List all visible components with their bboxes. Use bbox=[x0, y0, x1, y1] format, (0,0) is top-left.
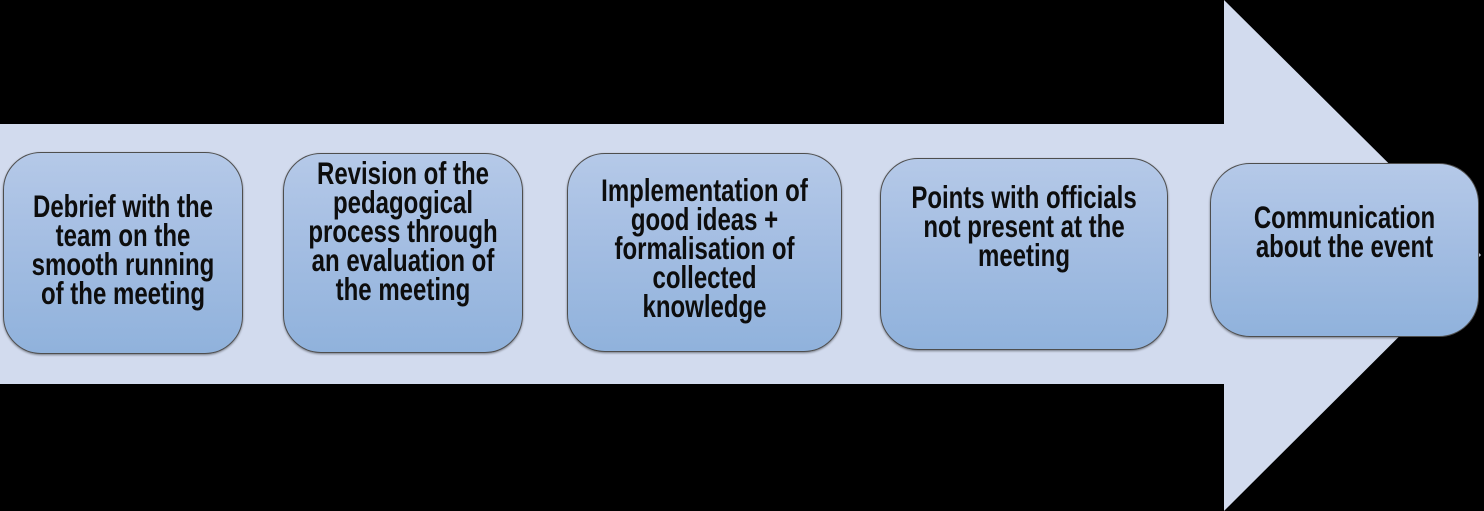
step-box-debrief: Debrief with the team on the smooth runn… bbox=[3, 152, 243, 354]
step-box-revision: Revision of the pedagogical process thro… bbox=[283, 153, 523, 353]
step-box-officials: Points with officials not present at the… bbox=[880, 158, 1168, 350]
step-box-implementation: Implementation of good ideas + formalisa… bbox=[567, 153, 842, 352]
step-label: Communication about the event bbox=[1253, 200, 1436, 265]
step-label: Debrief with the team on the smooth runn… bbox=[31, 189, 215, 312]
step-label: Revision of the pedagogical process thro… bbox=[308, 156, 498, 308]
step-box-communication: Communication about the event bbox=[1210, 163, 1479, 337]
step-label: Implementation of good ideas + formalisa… bbox=[601, 173, 808, 325]
step-label: Points with officials not present at the… bbox=[911, 180, 1137, 274]
